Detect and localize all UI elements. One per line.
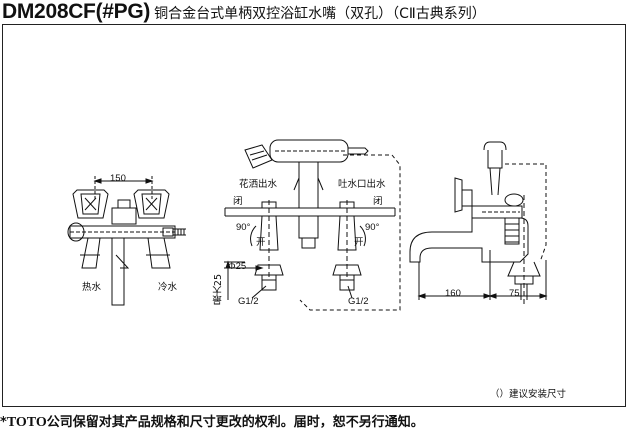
model-number: DM208CF(#PG) [2,0,151,23]
label-shower-outlet: 花洒出水 [239,179,278,190]
page-title: DM208CF(#PG)铜合金台式单柄双控浴缸水嘴（双孔）（CⅡ古典系列） [2,0,486,24]
thread-left: G1/2 [238,296,259,307]
angle-right: 90° [365,222,380,233]
disclaimer-footer: *TOTO公司保留对其产品规格和尺寸更改的权利。届时，恕不另行通知。 [0,411,424,431]
product-description: 铜合金台式单柄双控浴缸水嘴（双孔）（CⅡ古典系列） [154,6,486,22]
dim-depth: 75 [509,288,520,299]
installation-note: （）建议安装尺寸 [490,389,567,400]
footer-asterisk: * [0,415,7,430]
side-view-drawing [224,139,401,311]
dim-reach: 160 [445,288,461,299]
dim-center-distance: 150 [110,173,126,184]
footer-text: 公司保留对其产品规格和尺寸更改的权利。届时，恕不另行通知。 [46,415,424,430]
label-spout-outlet: 吐水口出水 [338,179,386,190]
angle-left: 90° [236,222,251,233]
thread-right: G1/2 [348,296,369,307]
label-close-right: 闭 [373,196,383,207]
label-open-left: 开 [256,237,266,248]
label-open-right: 开 [354,237,364,248]
drawing-frame [2,24,626,407]
dim-max-height: 最大25 [213,274,224,306]
label-close-left: 闭 [233,196,243,207]
dim-diameter: Φ25 [228,261,247,272]
profile-view-drawing [409,141,548,305]
front-view-drawing [67,176,186,306]
label-hot-water: 热水 [82,282,102,293]
label-cold-water: 冷水 [158,282,178,293]
brand-name: TOTO [6,415,47,430]
